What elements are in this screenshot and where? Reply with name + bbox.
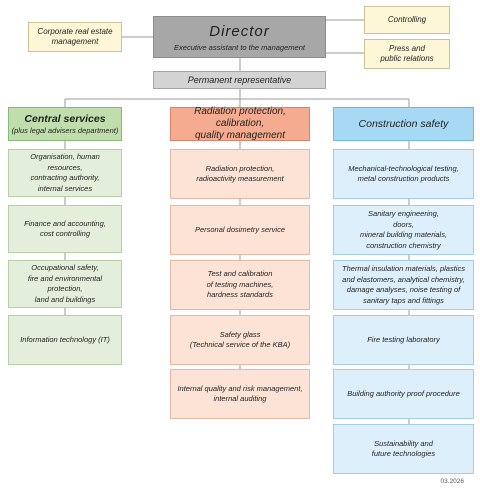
construction-safety-item: Fire testing laboratory — [333, 315, 474, 365]
central-services-item: Finance and accounting, cost controlling — [8, 205, 122, 253]
radiation-protection-item: Radiation protection, radioactivity meas… — [170, 149, 310, 199]
central-services-title: Central services — [24, 113, 106, 125]
director-title: Director — [209, 22, 270, 40]
radiation-protection-header: Radiation protection, calibration, quali… — [170, 106, 310, 141]
construction-safety-header: Construction safety — [333, 107, 474, 141]
central-services-subtitle: (plus legal advisers department) — [11, 126, 119, 135]
construction-safety-item: Sanitary engineering, doors, mineral bui… — [333, 205, 474, 255]
construction-safety-item: Building authority proof procedure — [333, 369, 474, 419]
construction-safety-item: Sustainability and future technologies — [333, 424, 474, 474]
radiation-protection-item: Personal dosimetry service — [170, 205, 310, 255]
director-box: Director Executive assistant to the mana… — [153, 16, 326, 58]
central-services-item: Information technology (IT) — [8, 315, 122, 365]
press-relations-box: Press and public relations — [364, 39, 450, 69]
construction-safety-title: Construction safety — [358, 118, 449, 130]
construction-safety-item: Mechanical-technological testing, metal … — [333, 149, 474, 199]
controlling-box: Controlling — [364, 6, 450, 34]
permanent-representative-box: Permanent representative — [153, 71, 326, 89]
central-services-item: Organisation, human resources, contracti… — [8, 149, 122, 197]
central-services-header: Central services (plus legal advisers de… — [8, 107, 122, 141]
radiation-protection-title: Radiation protection, calibration, quali… — [194, 106, 286, 141]
radiation-protection-item: Internal quality and risk management, in… — [170, 369, 310, 419]
construction-safety-item: Thermal insulation materials, plastics a… — [333, 260, 474, 310]
director-subtitle: Executive assistant to the management — [174, 42, 305, 52]
radiation-protection-item: Safety glass (Technical service of the K… — [170, 315, 310, 365]
radiation-protection-item: Test and calibration of testing machines… — [170, 260, 310, 310]
central-services-item: Occupational safety, fire and environmen… — [8, 260, 122, 308]
corporate-real-estate-box: Corporate real estate management — [28, 22, 122, 52]
date-stamp: 03.2026 — [440, 478, 465, 485]
